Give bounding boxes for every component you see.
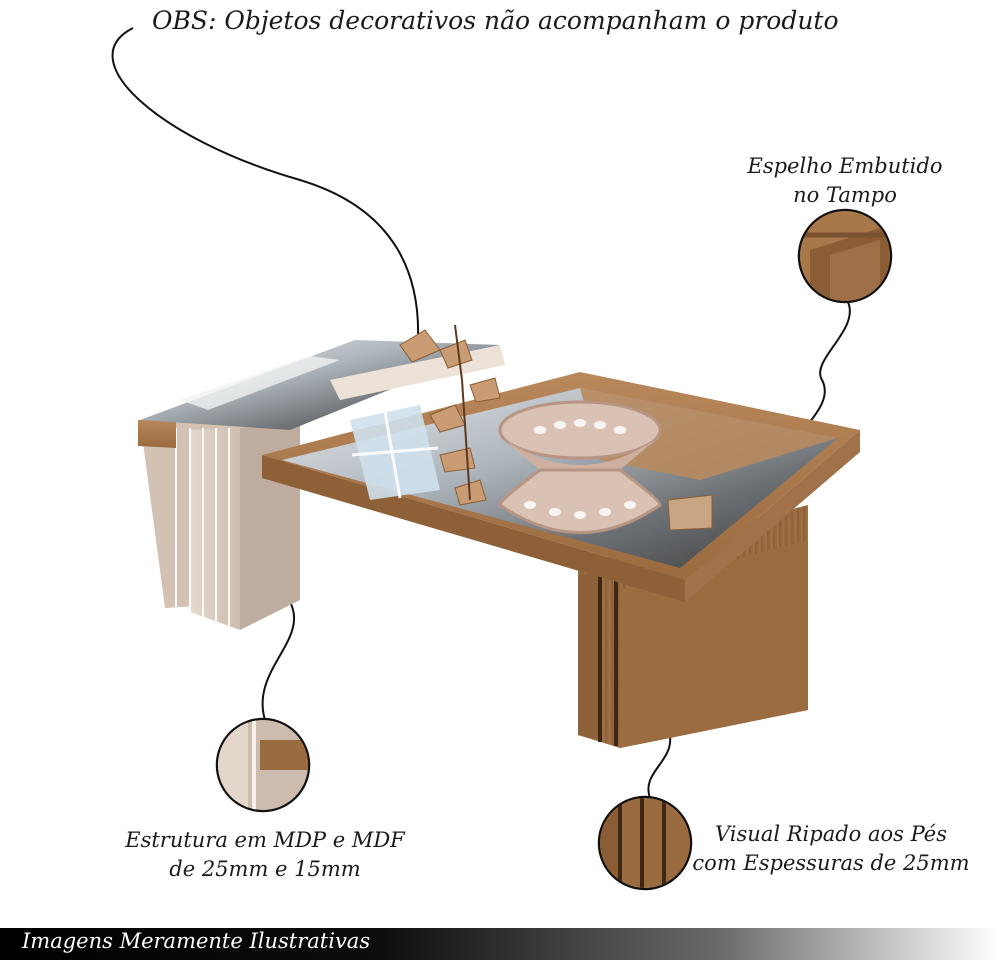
mirror-callout-line1: Espelho Embutido [747, 154, 943, 178]
footer-banner: Imagens Meramente Ilustrativas [0, 928, 1000, 960]
mirror-callout-label: Espelho Embutido no Tampo [730, 152, 960, 210]
notice-connector-line [111, 27, 420, 341]
slats-callout-label: Visual Ripado aos Pés com Espessuras de … [676, 820, 986, 878]
table-illustration [138, 324, 860, 748]
decorative-objects-notice: OBS: Objetos decorativos não acompanham … [152, 6, 839, 35]
mirror-callout-line2: no Tampo [793, 183, 897, 207]
slats-callout-line2: com Espessuras de 25mm [692, 851, 970, 875]
footer-disclaimer: Imagens Meramente Ilustrativas [22, 929, 371, 953]
structure-callout-line2: de 25mm e 15mm [169, 857, 361, 881]
structure-callout-line1: Estrutura em MDP e MDF [125, 828, 405, 852]
structure-connector-line [261, 601, 296, 721]
slats-callout-line1: Visual Ripado aos Pés [715, 822, 947, 846]
mirror-connector-line [804, 301, 851, 429]
structure-callout-label: Estrutura em MDP e MDF de 25mm e 15mm [110, 826, 420, 884]
